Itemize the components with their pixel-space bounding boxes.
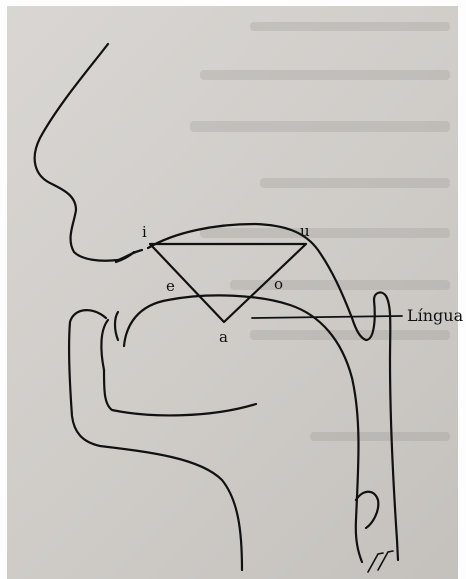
lower-tooth (115, 312, 118, 340)
vowel-label-u: u (300, 222, 310, 240)
tongue-label: Língua (407, 306, 464, 325)
airflow-arrows (368, 551, 393, 572)
face-profile (35, 44, 142, 261)
palate (148, 224, 366, 340)
inner-lip (101, 320, 108, 370)
epiglottis (356, 492, 378, 528)
vowel-label-a: a (219, 328, 228, 346)
lower-lip-jaw (69, 310, 242, 570)
pharynx-back (366, 293, 398, 560)
vowel-label-i: i (142, 223, 147, 241)
tongue-pointer-line (252, 316, 402, 318)
mouth-floor (104, 370, 256, 415)
vowel-label-e: e (166, 277, 175, 295)
tongue (124, 295, 362, 562)
vowel-label-o: o (274, 275, 283, 293)
